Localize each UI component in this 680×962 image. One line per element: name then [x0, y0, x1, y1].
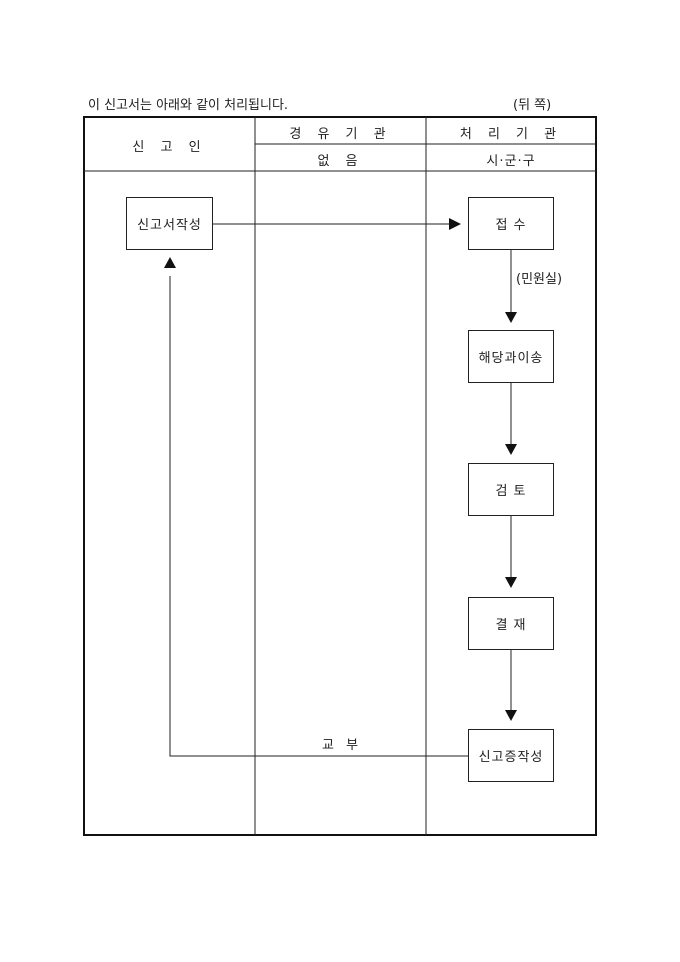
header-reporter: 신 고 인	[132, 140, 207, 155]
header-processing-agency-value: 시·군·구	[486, 154, 536, 169]
arrow-down-icon	[505, 710, 517, 721]
step-transfer: 해당과이송	[468, 330, 554, 383]
step-write-form: 신고서작성	[126, 197, 213, 250]
step-review: 검 토	[468, 463, 554, 516]
arrow-down-icon	[505, 312, 517, 323]
step-receive: 접 수	[468, 197, 554, 250]
header-via-agency-value: 없 음	[317, 154, 364, 169]
step-certificate: 신고증작성	[468, 729, 554, 782]
page-side-label: (뒤 쪽)	[513, 98, 552, 113]
arrow-down-icon	[505, 444, 517, 455]
step-approve: 결 재	[468, 597, 554, 650]
receive-note: (민원실)	[516, 272, 563, 287]
header-via-agency: 경 유 기 관	[289, 127, 392, 142]
arrow-right-icon	[449, 218, 461, 230]
arrow-up-icon	[164, 257, 176, 268]
header-processing-agency: 처 리 기 관	[459, 127, 563, 142]
table-border	[83, 116, 597, 836]
arrow-down-icon	[505, 577, 517, 588]
issue-label: 교 부	[322, 738, 363, 753]
intro-text: 이 신고서는 아래와 같이 처리됩니다.	[88, 98, 289, 113]
return-connector	[169, 276, 468, 757]
